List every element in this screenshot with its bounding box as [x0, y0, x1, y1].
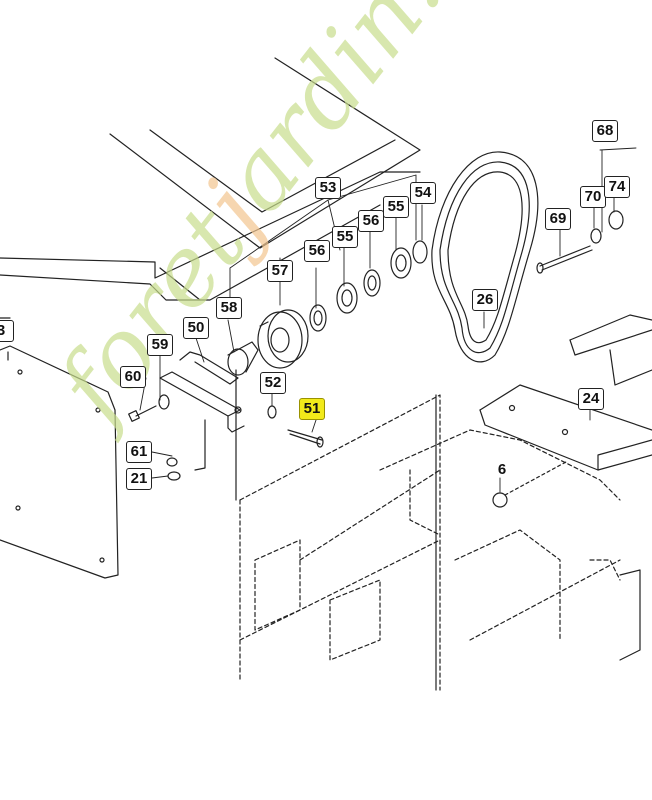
callout-55-upper[interactable]: 55: [383, 196, 409, 218]
callout-52[interactable]: 52: [260, 372, 286, 394]
callout-54[interactable]: 54: [410, 182, 436, 204]
callout-53[interactable]: 53: [315, 177, 341, 199]
callout-61[interactable]: 61: [126, 441, 152, 463]
callout-55-lower[interactable]: 55: [332, 226, 358, 248]
top-cover-outline: [0, 57, 421, 301]
lower-frame: [239, 394, 621, 691]
callout-56-lower[interactable]: 56: [304, 240, 330, 262]
mounting-plate: [159, 351, 245, 471]
callout-58[interactable]: 58: [216, 297, 242, 319]
left-side-panel: [0, 317, 119, 579]
right-bracket: [479, 314, 652, 471]
leader-lines: [139, 147, 637, 493]
callout-50[interactable]: 50: [183, 317, 209, 339]
lower-frame-solid: [235, 369, 641, 691]
callout-70[interactable]: 70: [580, 186, 606, 208]
callout-26[interactable]: 26: [472, 289, 498, 311]
callout-69[interactable]: 69: [545, 208, 571, 230]
callout-51-highlighted[interactable]: 51: [299, 398, 325, 420]
callout-74[interactable]: 74: [604, 176, 630, 198]
callout-56-upper[interactable]: 56: [358, 210, 384, 232]
callout-6[interactable]: 6: [497, 461, 507, 478]
callout-24[interactable]: 24: [578, 388, 604, 410]
callout-59[interactable]: 59: [147, 334, 173, 356]
drive-belt: [431, 151, 539, 363]
callout-57[interactable]: 57: [267, 260, 293, 282]
callout-68[interactable]: 68: [592, 120, 618, 142]
callout-3[interactable]: 3: [0, 320, 14, 342]
pulley-assembly: [227, 240, 428, 376]
callout-60[interactable]: 60: [120, 366, 146, 388]
callout-21[interactable]: 21: [126, 468, 152, 490]
